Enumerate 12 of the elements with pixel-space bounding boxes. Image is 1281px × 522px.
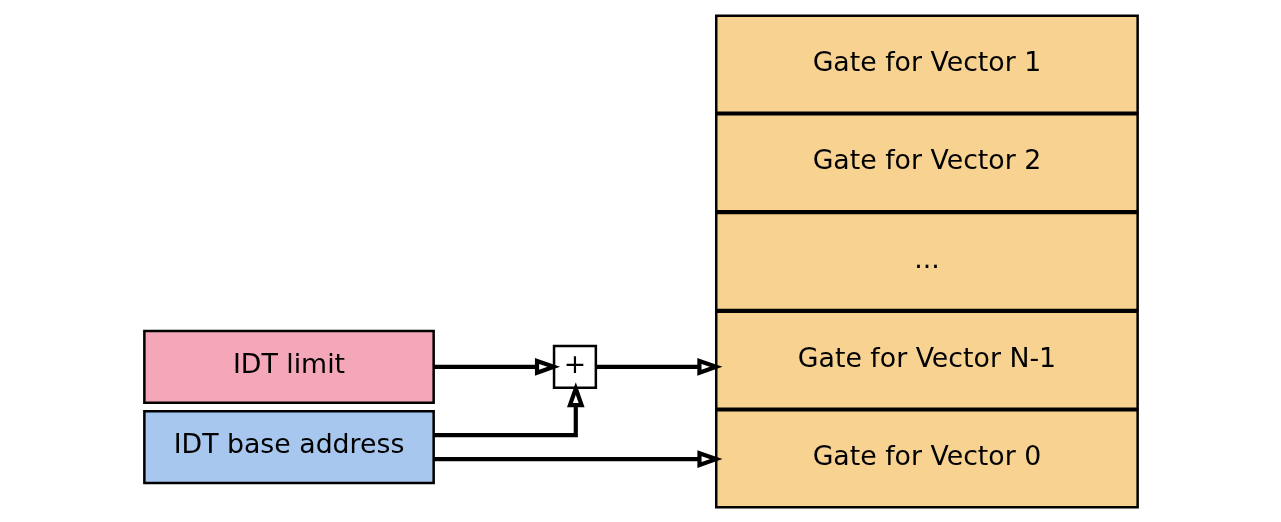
node-box: + — [552, 344, 597, 389]
node-box: IDT base address — [142, 409, 435, 484]
node-box: Gate for Vector 2 — [714, 112, 1139, 213]
node-box: Gate for Vector 1 — [714, 13, 1139, 114]
arrow — [595, 357, 722, 376]
node-box: Gate for Vector 0 — [714, 408, 1139, 509]
node-box: ... — [714, 211, 1139, 311]
node-box: IDT limit — [142, 329, 435, 404]
arrow — [433, 449, 723, 468]
node-box: Gate for Vector N-1 — [714, 309, 1139, 410]
arrow — [433, 357, 560, 376]
arrow — [433, 381, 585, 437]
